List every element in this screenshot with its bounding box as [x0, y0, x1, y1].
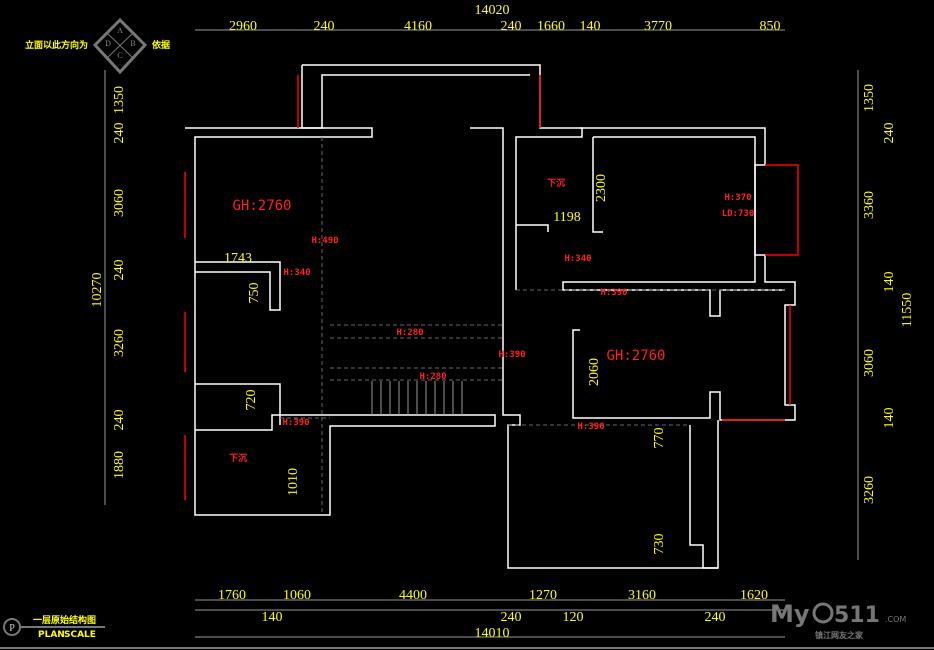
- compass-letter: A: [117, 26, 123, 35]
- dimension-label: 1010: [286, 468, 301, 496]
- dimension-label: 750: [247, 283, 262, 304]
- dimension-label: 140: [882, 272, 897, 293]
- dimension-label: 140: [262, 610, 283, 625]
- overall-dimension: 14010: [475, 626, 510, 641]
- labels: 14020 2960 240 4160 240 1660 140 3770 850 1760 106…: [90, 3, 915, 641]
- window-sill: LD:730: [722, 209, 755, 219]
- dimension-label: 1198: [553, 210, 580, 225]
- dimension-label: 240: [501, 610, 522, 625]
- dimension-label: 720: [244, 390, 259, 411]
- ceiling-height: GH:2760: [606, 348, 665, 364]
- dimension-label: 4160: [404, 19, 432, 34]
- scale-label: SCALE: [64, 630, 96, 640]
- dimension-label: 1880: [112, 451, 127, 479]
- dimension-label: 240: [314, 19, 335, 34]
- dimension-label: 1743: [224, 251, 252, 266]
- dimension-label: 3770: [644, 19, 672, 34]
- compass-icon: A B C D: [92, 17, 148, 75]
- dimension-label: 140: [580, 19, 601, 34]
- window-height: H:370: [724, 193, 751, 203]
- svg-text:镇江网友之家: 镇江网友之家: [815, 630, 864, 640]
- wall: [301, 65, 530, 129]
- wall: [592, 137, 603, 233]
- dimension-label: 3260: [862, 476, 877, 504]
- orientation-note-end: 依据: [152, 39, 170, 51]
- dimension-label: 240: [112, 260, 127, 281]
- beam-height: H:490: [311, 236, 338, 246]
- dimension-label: 2300: [594, 174, 609, 202]
- wall: [195, 261, 281, 311]
- svg-text:.COM: .COM: [885, 615, 906, 624]
- wall: [470, 127, 719, 569]
- wall: [572, 127, 796, 421]
- dimension-label: 3160: [628, 588, 656, 603]
- dimension-label: 240: [112, 410, 127, 431]
- dimension-label: 3260: [112, 329, 127, 357]
- beam-height: H:340: [283, 268, 310, 278]
- dimension-label: 1760: [218, 588, 246, 603]
- wall: [689, 425, 718, 569]
- plan-label: PLAN: [38, 630, 65, 640]
- dimension-label: 3360: [862, 191, 877, 219]
- orientation-note: 立面以此方向为: [25, 39, 88, 51]
- ceiling-height: GH:2760: [232, 198, 291, 214]
- dimension-label: 120: [563, 610, 584, 625]
- walls: [104, 29, 859, 638]
- svg-text:My: My: [770, 600, 810, 628]
- compass-letter: B: [130, 39, 135, 48]
- dimension-label: 240: [112, 123, 127, 144]
- dimension-label: 1350: [862, 84, 877, 112]
- wall: [516, 224, 549, 232]
- beam-height: H:390: [282, 418, 309, 428]
- dimension-label: 1660: [537, 19, 565, 34]
- drawing-title: 一层原始结构图: [33, 614, 96, 626]
- dimension-label: 240: [705, 610, 726, 625]
- dimension-label: 3060: [862, 349, 877, 377]
- dimension-label: 240: [882, 123, 897, 144]
- dimension-label: 2060: [587, 358, 602, 386]
- beam-height: H:390: [498, 350, 525, 360]
- wall: [185, 127, 496, 516]
- svg-text:511: 511: [834, 603, 880, 628]
- dimension-label: 3060: [112, 189, 127, 217]
- window: [765, 164, 799, 256]
- overall-dimension: 14020: [475, 3, 510, 18]
- title-block: P 一层原始结构图 PLAN SCALE: [0, 614, 934, 649]
- sunken-area-label: 下沉: [547, 177, 565, 189]
- plan-symbol: P: [9, 623, 15, 634]
- beam-height: H:390: [600, 288, 627, 298]
- beam-height: H:390: [577, 422, 604, 432]
- dimension-label: 4400: [399, 588, 427, 603]
- dimension-label: 1620: [740, 588, 768, 603]
- dimension-label: 140: [882, 408, 897, 429]
- wall: [562, 136, 785, 317]
- dimension-label: 850: [760, 19, 781, 34]
- beam-height: H:280: [419, 372, 446, 382]
- wall: [195, 383, 281, 425]
- dimension-label: 730: [652, 534, 667, 555]
- dimension-label: 2960: [229, 19, 257, 34]
- dimension-label: 770: [652, 428, 667, 449]
- beam-height: H:340: [564, 254, 591, 264]
- overall-dimension: 10270: [90, 273, 105, 308]
- dimension-label: 1060: [283, 588, 311, 603]
- compass-letter: C: [117, 51, 122, 60]
- beam-height: H:280: [396, 328, 423, 338]
- watermark-logo: My 511 .COM 镇江网友之家: [770, 600, 906, 640]
- dimension-label: 240: [501, 19, 522, 34]
- compass-letter: D: [105, 39, 111, 48]
- sunken-area-label: 下沉: [229, 452, 247, 464]
- dimension-label: 1270: [529, 588, 557, 603]
- dimension-label: 1350: [112, 86, 127, 114]
- overall-dimension: 11550: [900, 293, 915, 327]
